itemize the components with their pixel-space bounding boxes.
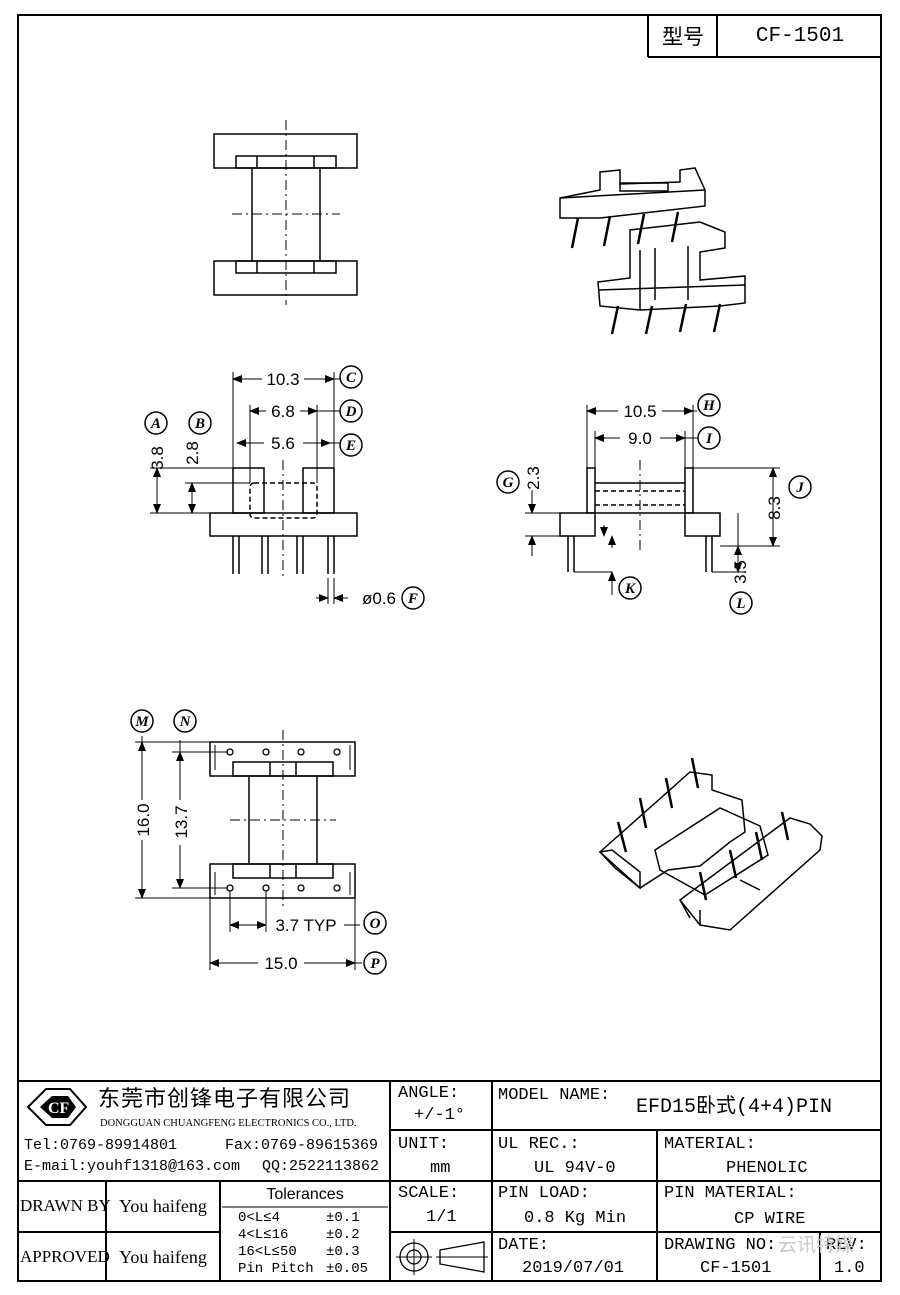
callouts [130, 365, 812, 975]
angle-value: +/-1° [414, 1106, 466, 1125]
material-label: MATERIAL: [664, 1135, 756, 1154]
callout-l: L [735, 596, 745, 612]
callout-h: H [702, 398, 716, 414]
dim-bot-width: 15.0 [264, 954, 297, 973]
approved-label: APPROVED [20, 1247, 110, 1266]
tol-range-1: 0<L≤4 [238, 1210, 281, 1226]
date-value: 2019/07/01 [522, 1259, 625, 1278]
title-block-grid [18, 1080, 881, 1281]
top-view [213, 120, 358, 305]
date-label: DATE: [498, 1236, 550, 1255]
logo-text: CF [48, 1100, 70, 1117]
tol-range-4: Pin Pitch [238, 1261, 314, 1277]
bottom-view [135, 730, 362, 970]
callout-o: O [370, 916, 381, 932]
side-view [525, 405, 780, 595]
callout-c: C [346, 370, 357, 386]
unit-value: mm [430, 1159, 451, 1178]
callout-g: G [503, 475, 514, 491]
callout-f: F [407, 591, 418, 607]
rev-value: 1.0 [834, 1259, 865, 1278]
drawing-no-label: DRAWING NO: [664, 1236, 777, 1255]
callout-p: P [370, 956, 380, 972]
pin-material-value: CP WIRE [734, 1210, 806, 1229]
scale-value: 1/1 [426, 1208, 457, 1227]
drawn-by-value: You haifeng [119, 1196, 207, 1216]
callout-n: N [179, 714, 192, 730]
callout-j: J [795, 480, 804, 496]
callout-i: I [705, 431, 713, 447]
tol-range-2: 4<L≤16 [238, 1227, 289, 1243]
pin-load-value: 0.8 Kg Min [524, 1209, 627, 1228]
unit-label: UNIT: [398, 1135, 450, 1154]
dim-inner-width: 5.6 [271, 434, 295, 453]
tolerances-title: Tolerances [266, 1186, 344, 1203]
model-name-value: EFD15卧式(4+4)PIN [636, 1096, 833, 1119]
callout-m: M [134, 714, 149, 730]
dim-h-b: 2.8 [183, 441, 202, 465]
company-logo-icon [26, 1088, 88, 1126]
callout-letters: C D E A B F H I G J K L M N O P [134, 370, 804, 972]
model-label: 型号 [662, 25, 704, 49]
callout-b: B [194, 416, 205, 432]
iso-view-2 [598, 757, 823, 931]
callout-e: E [345, 438, 356, 454]
company-name-cn: 东莞市创锋电子有限公司 [98, 1087, 352, 1112]
tol-val-4: ±0.05 [326, 1261, 369, 1277]
email: E-mail:youhf1318@163.com [24, 1158, 241, 1175]
projection-symbol-icon [396, 1239, 488, 1275]
dim-top-width: 10.3 [266, 370, 299, 389]
drawn-by-label: DRAWN BY [20, 1196, 111, 1215]
tol-val-1: ±0.1 [326, 1210, 360, 1226]
angle-label: ANGLE: [398, 1084, 460, 1103]
qq: QQ:2522113862 [262, 1158, 380, 1175]
dim-mid-width: 6.8 [271, 402, 295, 421]
sheet-border [17, 14, 882, 1282]
dim-side-g: 2.3 [524, 466, 543, 490]
dim-side-j: 8.3 [765, 496, 784, 520]
tol-val-3: ±0.3 [326, 1244, 360, 1260]
callout-d: D [345, 404, 357, 420]
company-name-en: DONGGUAN CHUANGFENG ELECTRONICS CO., LTD… [100, 1118, 357, 1129]
tel: Tel:0769-89914801 [24, 1137, 178, 1154]
bottom-view-pins [226, 748, 341, 892]
material-value: PHENOLIC [726, 1159, 808, 1178]
dim-side-inner: 9.0 [628, 429, 652, 448]
iso-view-1 [559, 167, 746, 335]
model-name-label: MODEL NAME: [498, 1086, 611, 1105]
pin-load-label: PIN LOAD: [498, 1184, 590, 1203]
ul-label: UL REC.: [498, 1135, 580, 1154]
dim-bot-m: 16.0 [134, 803, 153, 836]
dim-side-l: 3.5 [731, 560, 750, 584]
model-value: CF-1501 [755, 25, 845, 48]
scale-label: SCALE: [398, 1184, 460, 1203]
callout-a: A [150, 416, 161, 432]
dim-side-outer: 10.5 [623, 402, 656, 421]
drawing-no-value: CF-1501 [700, 1259, 772, 1278]
front-view [150, 372, 358, 604]
pin-material-label: PIN MATERIAL: [664, 1184, 797, 1203]
dim-pin-dia: ø0.6 [362, 589, 396, 608]
tol-val-2: ±0.2 [326, 1227, 360, 1243]
approved-value: You haifeng [119, 1247, 207, 1267]
rev-label: REV: [826, 1236, 867, 1255]
watermark: 云讯特媒 [778, 1234, 855, 1256]
ul-value: UL 94V-0 [534, 1159, 616, 1178]
callout-k: K [624, 581, 636, 597]
dim-h-a: 3.8 [148, 446, 167, 470]
dim-bot-n: 13.7 [172, 805, 191, 838]
dim-bot-pitch: 3.7 TYP [275, 916, 336, 935]
fax: Fax:0769-89615369 [225, 1137, 379, 1154]
tol-range-3: 16<L≤50 [238, 1244, 297, 1260]
